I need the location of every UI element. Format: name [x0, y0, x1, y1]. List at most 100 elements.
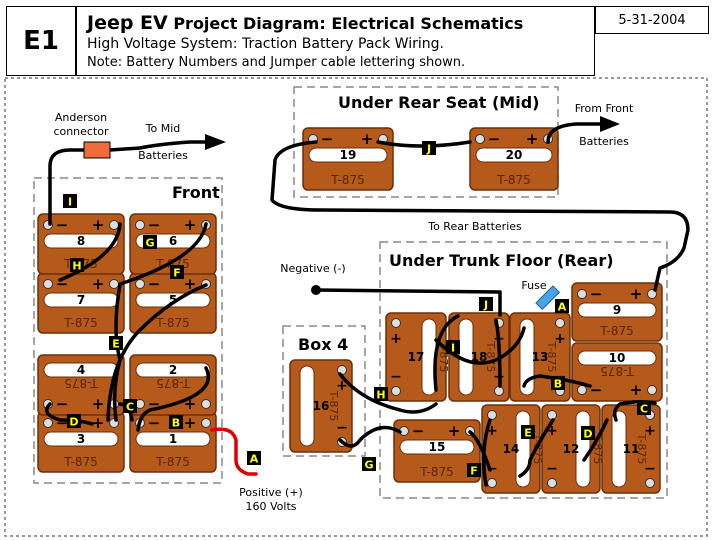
minus-sign: − [148, 414, 161, 432]
minus-sign: − [148, 216, 161, 234]
cable-B-rear [522, 374, 592, 388]
jumper-tag-bg [555, 299, 569, 313]
battery-number: 4 [77, 363, 85, 377]
plus-sign: + [546, 423, 558, 439]
battery-model: T-875 [635, 433, 648, 465]
minus-sign: − [546, 461, 558, 477]
battery-model: T-875 [330, 173, 364, 187]
jumper-tag-letter: B [554, 378, 562, 391]
cable-I-front [48, 148, 88, 226]
battery-number: 15 [429, 440, 446, 454]
jumper-tag-letter: D [583, 428, 592, 441]
battery-label-plate [135, 431, 211, 447]
cable-E-front [112, 283, 122, 422]
date-box: 5-31-2004 [595, 6, 709, 34]
negative-terminal-post [135, 279, 145, 289]
jumper-tag-letter: H [72, 260, 81, 273]
minus-sign: − [590, 381, 603, 399]
battery-number: 10 [609, 351, 626, 365]
battery-model: T-875 [156, 376, 190, 390]
jumper-tag-bg [362, 457, 376, 471]
to-mid-arrow-icon [205, 134, 226, 150]
battery-number: 11 [623, 442, 640, 456]
jumper-tag-bg [70, 258, 84, 272]
minus-sign: − [321, 130, 334, 148]
cable-D-rear [582, 418, 609, 462]
jumper-tag-letter: H [376, 389, 385, 402]
plus-sign: + [630, 285, 643, 303]
from-front-label-1: From Front [575, 102, 634, 115]
battery-number: 20 [506, 148, 523, 162]
positive-terminal-post [201, 418, 211, 428]
outer-border [4, 77, 708, 537]
cable-E-rear [518, 418, 555, 478]
jumper-tag-letter: J [483, 299, 488, 312]
battery-number: 5 [169, 293, 177, 307]
date-text: 5-31-2004 [618, 12, 686, 28]
title-bold: Jeep EV [87, 12, 168, 34]
jumper-tag-bg [581, 426, 595, 440]
jumper-tag-bg [637, 401, 651, 415]
page-note: Note: Battery Numbers and Jumper cable l… [87, 55, 466, 70]
plus-sign: + [184, 414, 197, 432]
plus-sign: + [184, 275, 197, 293]
battery-number: 12 [563, 442, 580, 456]
jumper-tag-H: H [374, 387, 388, 402]
terminal-post-top [391, 318, 401, 328]
battery-number: 9 [613, 303, 621, 317]
battery-10: 10−+T-875 [571, 342, 663, 402]
terminal-post-top [555, 318, 565, 328]
battery-model: T-875 [63, 316, 97, 330]
jumper-tag-bg [169, 415, 183, 429]
jumper-tag-bg [109, 336, 123, 350]
jumper-tag-letter: J [426, 143, 431, 156]
minus-sign: − [56, 414, 69, 432]
jumper-tag-letter: I [68, 196, 72, 209]
battery-model: T-875 [496, 173, 530, 187]
drawing-id-text: E1 [23, 26, 59, 56]
box4-region [282, 325, 366, 457]
positive-terminal-post [109, 220, 119, 230]
battery-7: 7−+T-875 [37, 272, 125, 334]
page-title: Jeep EV Project Diagram: Electrical Sche… [87, 12, 523, 34]
negative-terminal-post [43, 418, 53, 428]
title-block: Jeep EV Project Diagram: Electrical Sche… [76, 6, 595, 76]
minus-sign: − [148, 275, 161, 293]
terminal-post-top [487, 410, 497, 420]
to-mid-label-2: Batteries [138, 149, 188, 162]
jumper-tag-B: B [169, 415, 183, 430]
cable-from-front [546, 122, 602, 144]
jumper-tag-I: I [446, 340, 460, 355]
battery-model: T-875 [155, 316, 189, 330]
negative-terminal [311, 285, 321, 295]
plus-sign: + [92, 395, 105, 413]
positive-cable [210, 427, 258, 476]
minus-sign: − [486, 461, 498, 477]
jumper-tag-C: C [123, 399, 137, 414]
front-label: Front [172, 183, 220, 202]
from-front-arrow-icon [600, 116, 620, 132]
minus-sign: − [488, 130, 501, 148]
front-region [33, 177, 223, 484]
terminal-post-bottom [391, 386, 401, 396]
battery-11: 11+−T-875 [601, 404, 661, 494]
battery-9: 9−+T-875 [571, 282, 663, 342]
to-rear-label: To Rear Batteries [427, 220, 522, 233]
jumper-tag-letter: F [173, 267, 181, 280]
battery-number: 1 [169, 432, 177, 446]
battery-label-plate [135, 362, 211, 378]
jumper-tag-E: E [109, 336, 123, 351]
jumper-tag-A: A [247, 451, 261, 466]
battery-number: 13 [532, 350, 549, 364]
cable-G-rear [338, 425, 402, 448]
battery-number: 19 [340, 148, 357, 162]
battery-number: 8 [77, 234, 85, 248]
battery-number: 6 [169, 234, 177, 248]
battery-model: T-875 [155, 455, 189, 469]
from-front-label-2: Batteries [579, 135, 629, 148]
battery-label-plate [43, 431, 119, 447]
battery-label-plate [299, 365, 315, 447]
battery-number: 16 [313, 399, 330, 413]
